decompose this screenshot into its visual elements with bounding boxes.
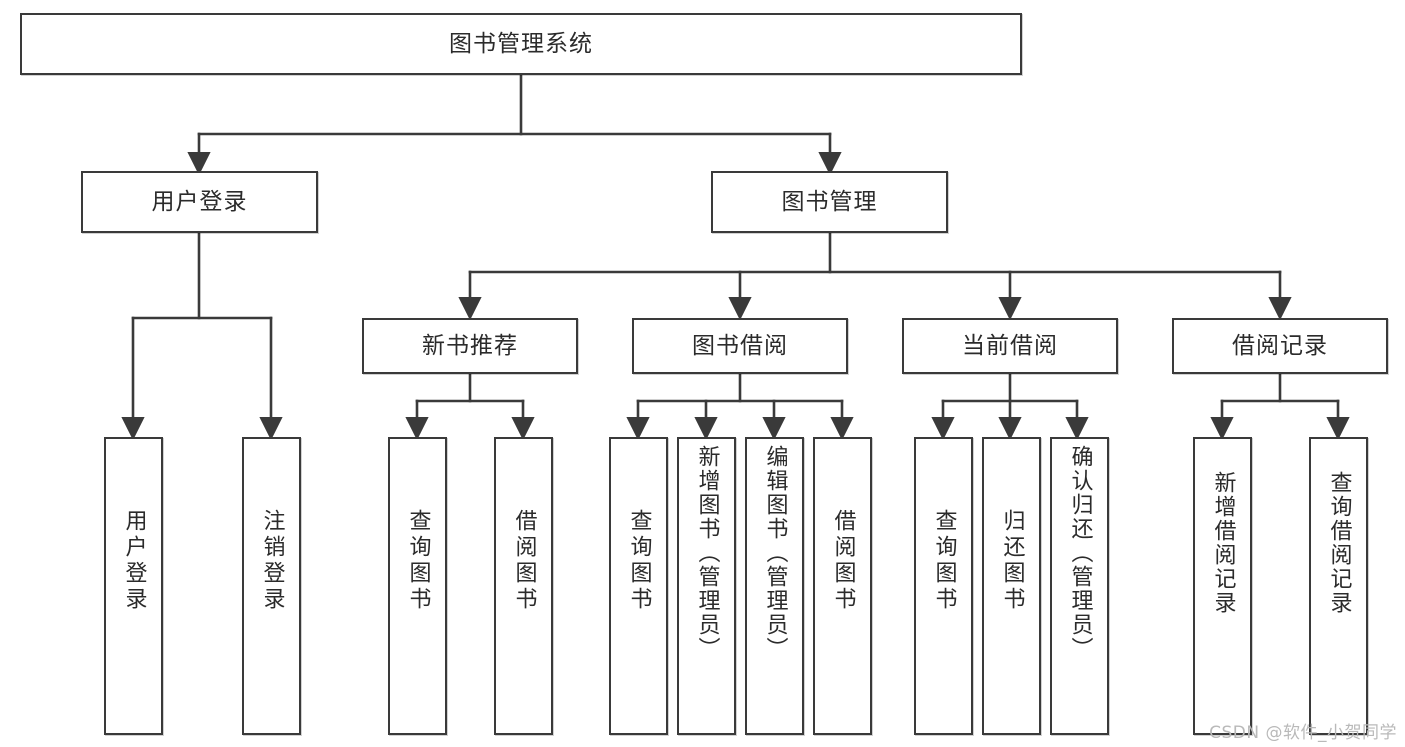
node-new-book-recommend[interactable]: 新书推荐	[362, 318, 578, 374]
node-label: 图书管理	[781, 188, 878, 215]
node-label: 用户登录	[151, 188, 248, 215]
leaf-book-borrow-edit[interactable]: 编辑图书（管理员）	[745, 437, 804, 735]
leaf-current-borrow-return[interactable]: 归还图书	[982, 437, 1041, 735]
node-label: 借阅记录	[1232, 332, 1328, 359]
node-label: 查询借阅记录	[1326, 471, 1352, 615]
node-label: 注销登录	[259, 509, 285, 613]
node-label: 新增图书（管理员）	[694, 445, 720, 661]
node-label: 借阅图书	[511, 509, 537, 613]
node-label: 确认归还（管理员）	[1067, 445, 1093, 661]
node-label: 图书借阅	[692, 332, 788, 359]
node-label: 借阅图书	[830, 509, 856, 613]
leaf-current-borrow-query[interactable]: 查询图书	[914, 437, 973, 735]
leaf-new-book-borrow[interactable]: 借阅图书	[494, 437, 553, 735]
node-user-login[interactable]: 用户登录	[81, 171, 318, 233]
leaf-new-book-query[interactable]: 查询图书	[388, 437, 447, 735]
node-label: 图书管理系统	[449, 30, 593, 57]
node-label: 归还图书	[999, 509, 1025, 613]
node-label: 查询图书	[931, 509, 957, 613]
node-root-system[interactable]: 图书管理系统	[20, 13, 1022, 75]
node-label: 查询图书	[626, 509, 652, 613]
node-label: 新增借阅记录	[1210, 471, 1236, 615]
leaf-book-borrow-borrow[interactable]: 借阅图书	[813, 437, 872, 735]
node-label: 编辑图书（管理员）	[762, 445, 788, 661]
node-book-borrow[interactable]: 图书借阅	[632, 318, 848, 374]
leaf-book-borrow-query[interactable]: 查询图书	[609, 437, 668, 735]
node-borrow-record[interactable]: 借阅记录	[1172, 318, 1388, 374]
node-current-borrow[interactable]: 当前借阅	[902, 318, 1118, 374]
leaf-borrow-record-query[interactable]: 查询借阅记录	[1309, 437, 1368, 735]
leaf-user-login-logout[interactable]: 注销登录	[242, 437, 301, 735]
watermark-text: CSDN @软件_小贺同学	[1209, 723, 1397, 743]
node-label: 用户登录	[121, 509, 147, 613]
node-label: 当前借阅	[962, 332, 1058, 359]
leaf-borrow-record-add[interactable]: 新增借阅记录	[1193, 437, 1252, 735]
node-label: 新书推荐	[422, 332, 518, 359]
node-book-management[interactable]: 图书管理	[711, 171, 948, 233]
leaf-book-borrow-add[interactable]: 新增图书（管理员）	[677, 437, 736, 735]
leaf-user-login-login[interactable]: 用户登录	[104, 437, 163, 735]
leaf-current-borrow-confirm[interactable]: 确认归还（管理员）	[1050, 437, 1109, 735]
node-label: 查询图书	[405, 509, 431, 613]
